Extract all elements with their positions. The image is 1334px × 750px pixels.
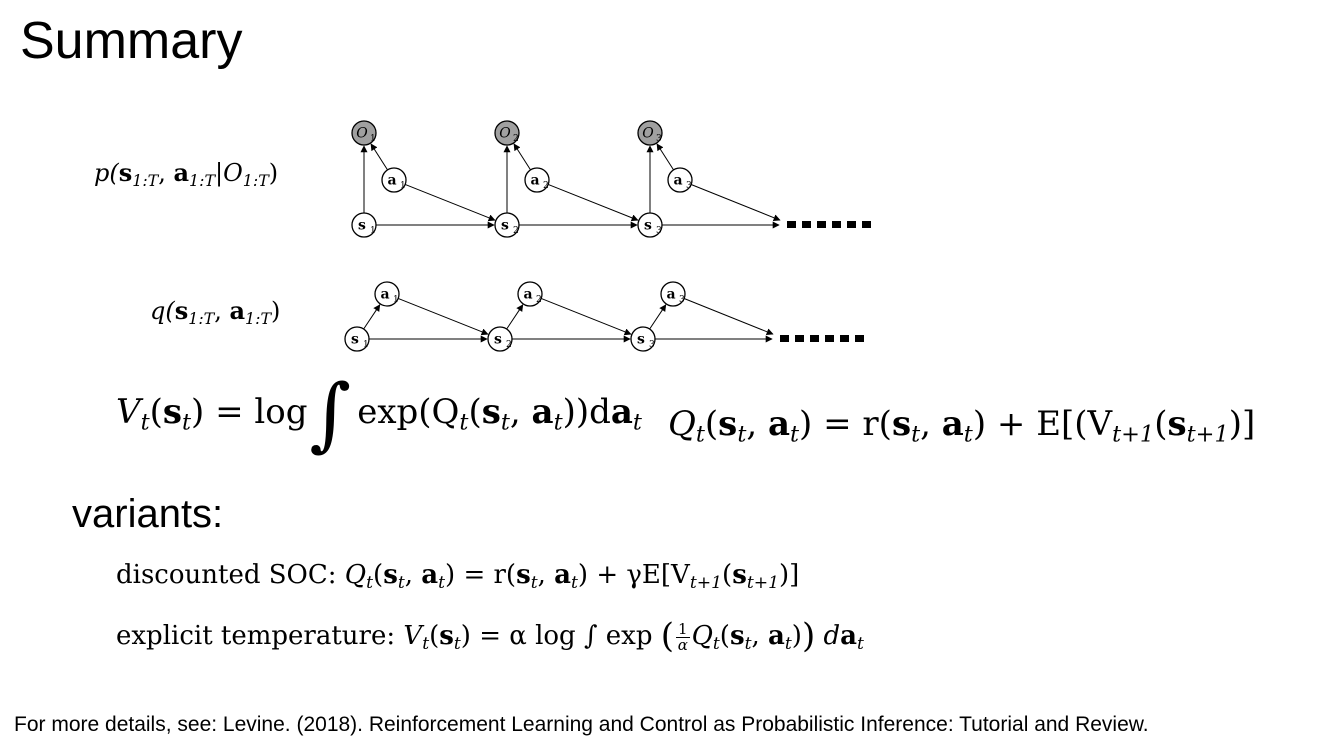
state-node-label: s bbox=[637, 332, 645, 348]
state-node-label: s bbox=[501, 218, 509, 234]
action-node-index: 2 bbox=[543, 181, 549, 191]
variational-label: q(s1:T, a1:T) bbox=[150, 296, 281, 328]
action-node-index: 3 bbox=[686, 181, 692, 191]
action-node-label: a bbox=[666, 287, 675, 303]
optimality-node-label: O bbox=[642, 126, 654, 142]
bottom-graph-edges bbox=[363, 297, 774, 343]
top-graph-edges bbox=[360, 143, 781, 229]
state-node-index: 2 bbox=[506, 340, 512, 350]
action-node-label: a bbox=[530, 173, 539, 189]
optimality-node-index: 2 bbox=[513, 134, 519, 144]
optimality-node-label: O bbox=[356, 126, 368, 142]
action-node-label: a bbox=[523, 287, 532, 303]
discounted-soc-equation: discounted SOC: Qt(st, at) = r(st, at) +… bbox=[116, 560, 800, 594]
state-node-index: 1 bbox=[370, 226, 376, 236]
optimality-node-index: 3 bbox=[656, 134, 662, 144]
variants-heading: variants: bbox=[72, 492, 224, 536]
soft-q-equation: Qt(st, at) = r(st, at) + E[(Vt+1(st+1)] bbox=[668, 404, 1256, 448]
explicit-temperature-equation: explicit temperature: Vt(st) = α log ∫ e… bbox=[116, 616, 864, 656]
reference-footer: For more details, see: Levine. (2018). R… bbox=[14, 713, 1149, 736]
action-to-optimality-edge bbox=[656, 143, 674, 171]
action-to-optimality-edge bbox=[513, 143, 531, 171]
policy-edge bbox=[649, 304, 667, 330]
state-node-label: s bbox=[644, 218, 652, 234]
optimality-node-index: 1 bbox=[370, 134, 376, 144]
action-transition-edge bbox=[690, 184, 781, 222]
action-node-index: 1 bbox=[393, 295, 399, 305]
optimality-node-label: O bbox=[499, 126, 511, 142]
state-node-index: 3 bbox=[649, 340, 655, 350]
posterior-label: p(s1:T, a1:T|O1:T) bbox=[94, 158, 279, 190]
state-node-index: 2 bbox=[513, 226, 519, 236]
top-ellipsis-dashes bbox=[787, 221, 871, 228]
action-transition-edge bbox=[397, 297, 489, 336]
action-node-label: a bbox=[673, 173, 682, 189]
soft-value-equation: Vt(st) = log∫exp(Qt(st, at))dat bbox=[116, 367, 642, 460]
action-transition-edge bbox=[404, 183, 496, 222]
action-node-label: a bbox=[387, 173, 396, 189]
action-transition-edge bbox=[540, 297, 632, 336]
state-node-index: 1 bbox=[363, 340, 369, 350]
action-node-index: 3 bbox=[679, 295, 685, 305]
state-node-label: s bbox=[351, 332, 359, 348]
slide-title: Summary bbox=[20, 12, 243, 70]
policy-edge bbox=[506, 304, 524, 330]
action-transition-edge bbox=[683, 298, 774, 336]
state-node-label: s bbox=[358, 218, 366, 234]
action-to-optimality-edge bbox=[370, 143, 388, 171]
policy-edge bbox=[363, 304, 381, 330]
action-node-index: 2 bbox=[536, 295, 542, 305]
state-node-index: 3 bbox=[656, 226, 662, 236]
bottom-ellipsis-dashes bbox=[780, 335, 864, 342]
action-transition-edge bbox=[547, 183, 639, 222]
action-node-label: a bbox=[380, 287, 389, 303]
state-node-label: s bbox=[494, 332, 502, 348]
action-node-index: 1 bbox=[400, 181, 406, 191]
